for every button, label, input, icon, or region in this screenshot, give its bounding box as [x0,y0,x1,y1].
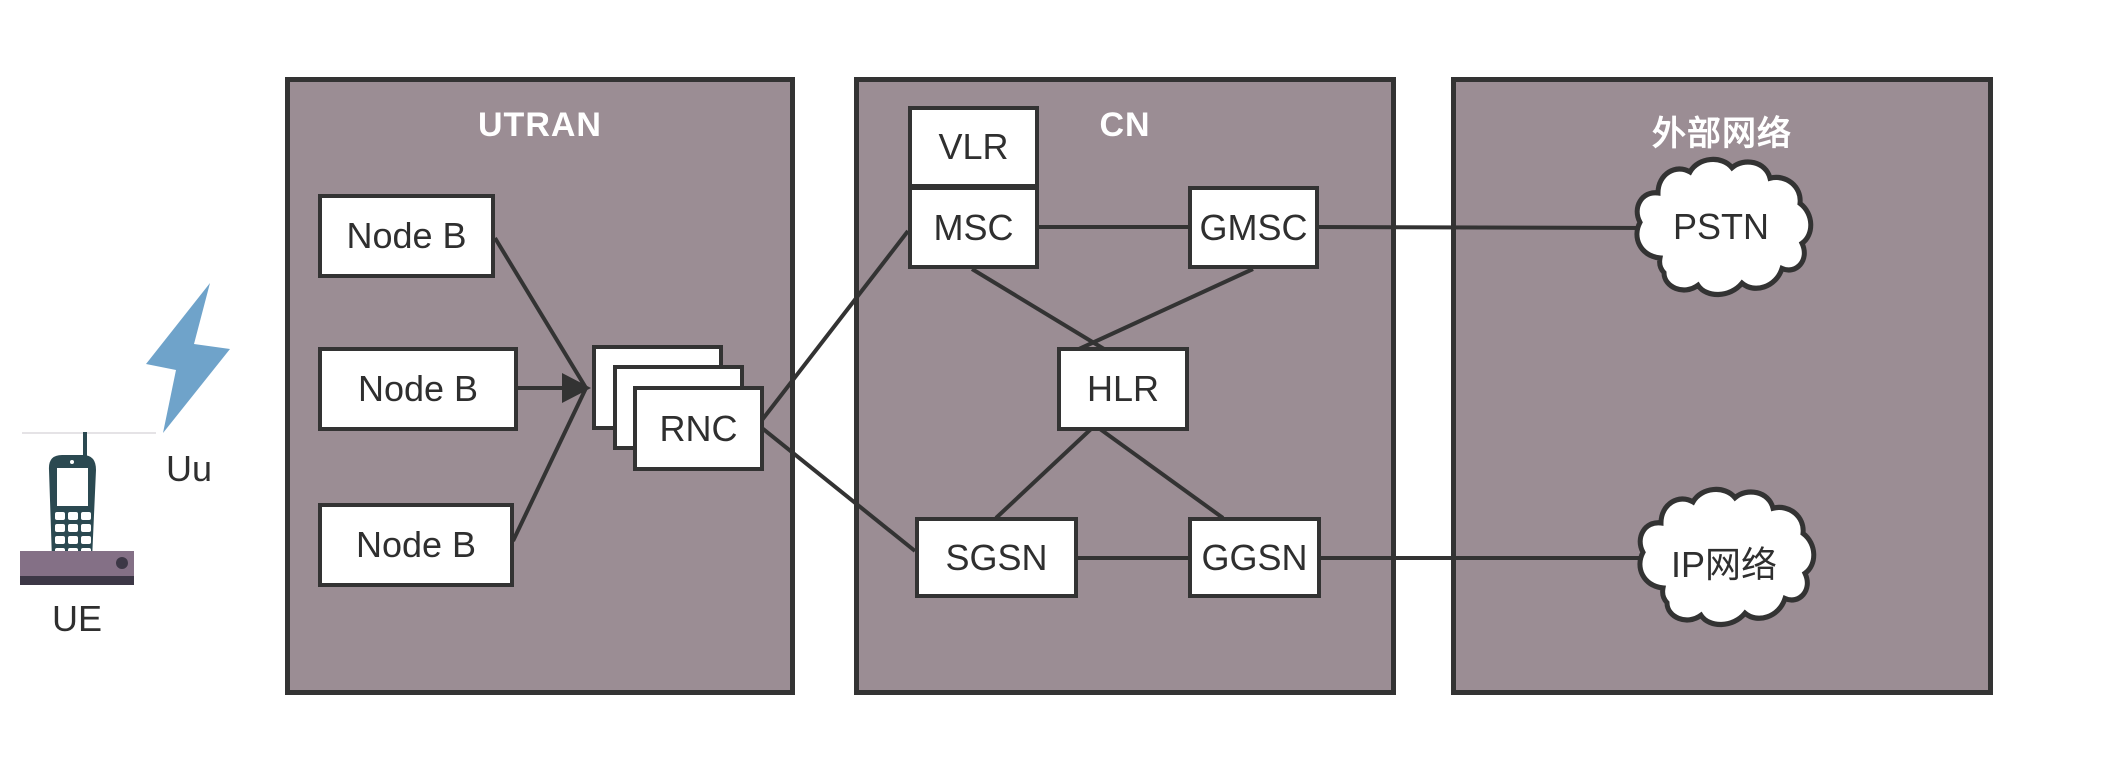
gmsc: GMSC [1188,186,1319,269]
node-b-3: Node B [318,503,514,587]
uu-interface-label: Uu [166,448,213,489]
link-rnc-sgsn [760,426,917,553]
hlr-label: HLR [1086,368,1160,409]
msc: MSC [908,186,1039,269]
sgsn-label: SGSN [945,536,1048,578]
connector-lines [493,225,1658,560]
hlr: HLR [1057,347,1189,431]
link-nodeb1-rnc [493,236,588,390]
lightning-bolt-icon [146,283,230,433]
region-title-utran: UTRAN [478,106,602,144]
rnc: RNC [633,386,764,471]
node-b-2: Node B [318,347,518,431]
link-msc-hlr [970,267,1106,351]
phone-screen [57,468,88,506]
link-rnc-msc [760,229,910,422]
node-b-1: Node B [318,194,495,278]
ggsn: GGSN [1188,517,1321,598]
node-b-3-label: Node B [355,524,477,565]
rnc-label: RNC [659,407,738,449]
ip-network-label: IP网络 [1670,544,1777,585]
vlr: VLR [908,106,1039,188]
ggsn-label: GGSN [1201,536,1308,578]
pstn-cloud [1634,156,1814,298]
link-hlr-sgsn [994,427,1093,520]
gmsc-label: GMSC [1199,206,1308,248]
link-nodeb3-rnc [511,387,588,542]
pstn-label: PSTN [1672,206,1769,247]
phone-dock [20,551,134,578]
link-gmsc-pstn [1318,225,1656,230]
node-b-1-label: Node B [346,215,467,256]
phone-dock-base [20,576,134,585]
phone-dock-button [116,557,128,569]
region-title-cn: CN [1099,106,1151,144]
sgsn: SGSN [915,517,1078,598]
ip-network-cloud [1637,486,1817,628]
link-gmsc-hlr [1078,267,1254,351]
link-hlr-ggsn [1098,427,1225,520]
ue-label: UE [52,598,103,639]
node-b-2-label: Node B [357,368,479,409]
arrowhead-nodeb2-rnc [562,373,591,403]
vlr-label: VLR [938,126,1009,167]
phone-earpiece [70,460,74,464]
region-title-external: 外部网络 [1652,115,1792,153]
msc-label: MSC [933,206,1014,248]
ue-phone-icon [20,432,156,585]
